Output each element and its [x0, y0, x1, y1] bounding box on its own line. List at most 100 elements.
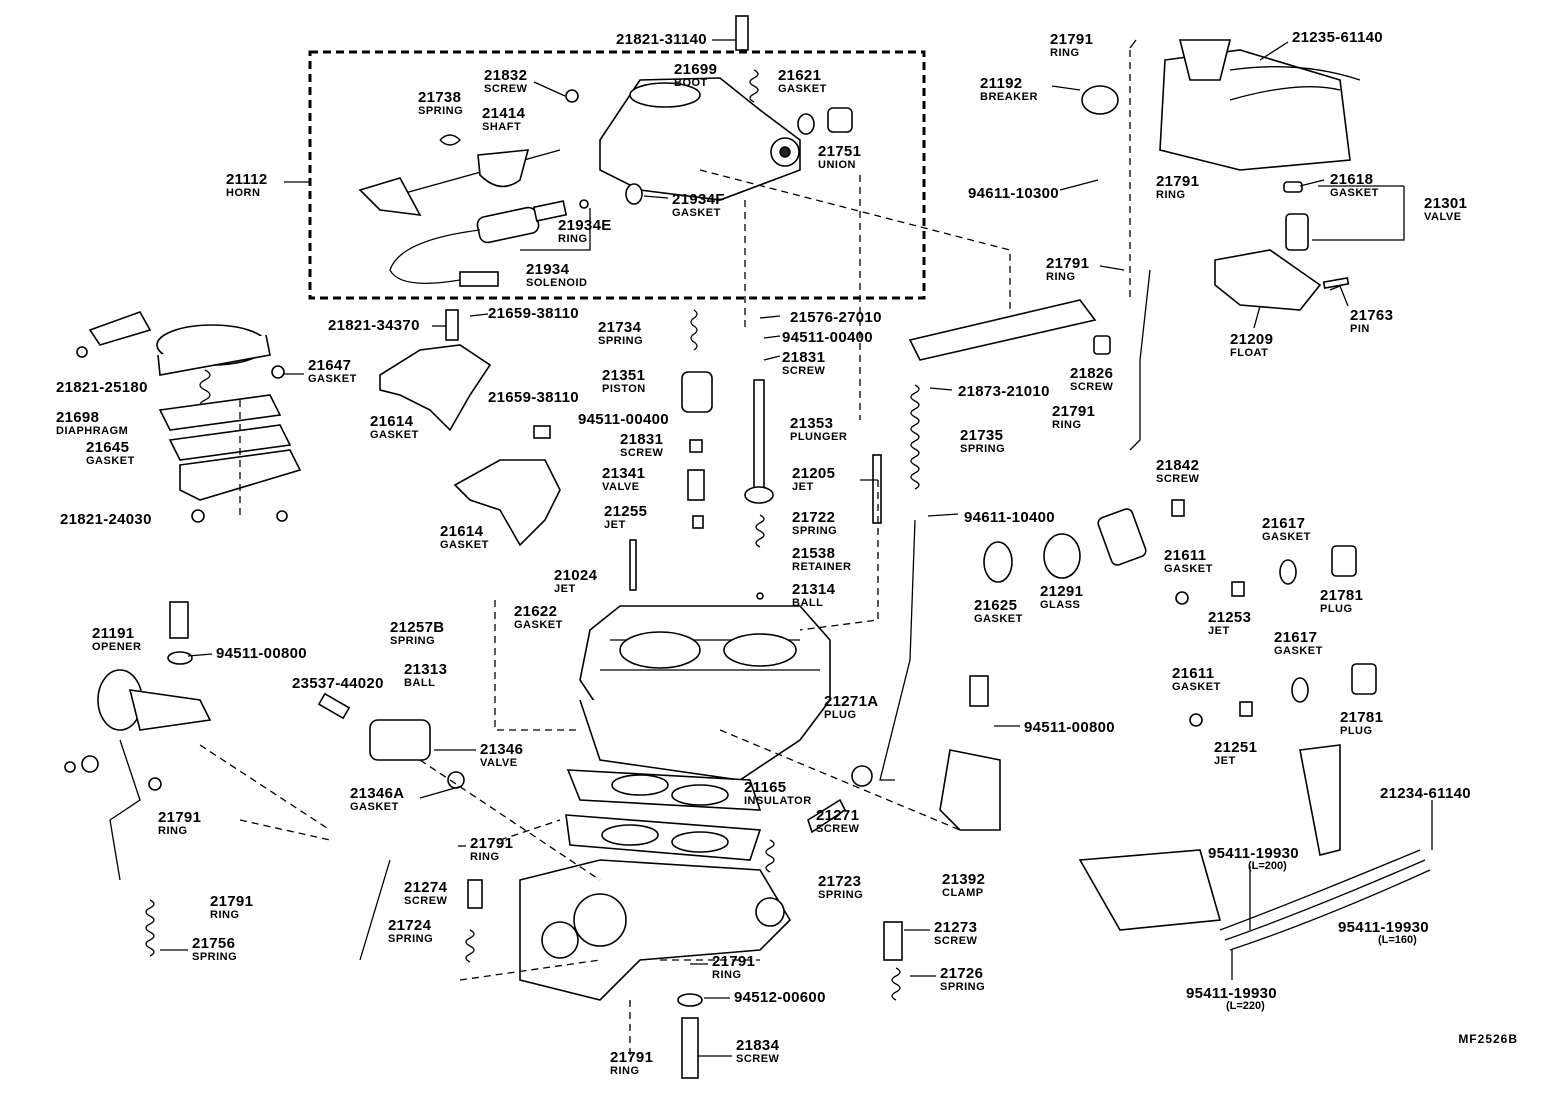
- part-number: 94511-00400: [782, 329, 873, 346]
- part-name: RING: [1052, 419, 1082, 431]
- part-name: JET: [1214, 755, 1236, 767]
- part-label: 21821-34370: [328, 318, 420, 333]
- part-label: 21821-24030: [60, 512, 152, 527]
- part-number: 21791: [158, 809, 202, 826]
- part-number: 21647: [308, 357, 352, 374]
- part-number: 21724: [388, 917, 432, 934]
- part-name: PLUG: [1320, 603, 1353, 615]
- part-number: 21625: [974, 597, 1018, 614]
- part-name: JET: [792, 481, 814, 493]
- part-name: BOOT: [674, 77, 708, 89]
- carburetor-body: [565, 605, 831, 861]
- part-number: 21538: [792, 545, 836, 562]
- part-label: 95411-19930(L=200): [1208, 846, 1299, 872]
- part-name: RING: [470, 851, 500, 863]
- part-name: FLOAT: [1230, 347, 1269, 359]
- part-name: RING: [610, 1065, 640, 1077]
- part-number: 21209: [1230, 331, 1274, 348]
- part-number: 94611-10300: [968, 185, 1059, 202]
- sight-glass-parts: [983, 533, 1377, 703]
- part-number: 21346A: [350, 785, 405, 802]
- part-name: UNION: [818, 159, 856, 171]
- carburetor-horn: [599, 77, 801, 201]
- part-number: 21791: [1156, 173, 1200, 190]
- part-number: 21873-21010: [958, 383, 1050, 400]
- part-number: 23537-44020: [292, 675, 384, 692]
- part-name: SCREW: [484, 83, 528, 95]
- part-number: 21738: [418, 89, 462, 106]
- part-name: SPRING: [192, 951, 238, 963]
- part-name: GASKET: [1330, 187, 1379, 199]
- part-name: SPRING: [940, 981, 986, 993]
- part-number: 21699: [674, 61, 718, 78]
- part-number: 21617: [1262, 515, 1306, 532]
- part-note: (L=160): [1378, 934, 1417, 946]
- part-name: SCREW: [1156, 473, 1200, 485]
- part-name: SPRING: [390, 635, 436, 647]
- part-number: 21205: [792, 465, 836, 482]
- part-label: 94511-00400: [578, 412, 669, 427]
- part-name: GASKET: [1274, 645, 1323, 657]
- part-label: 23537-44020: [292, 676, 384, 691]
- part-number: 21934E: [558, 217, 612, 234]
- part-number: 95411-19930: [1208, 845, 1299, 862]
- part-number: 21112: [226, 171, 268, 188]
- part-label: 21821-31140: [616, 32, 707, 47]
- part-label: 94611-10300: [968, 186, 1059, 201]
- part-name: JET: [554, 583, 576, 595]
- part-number: 21576-27010: [790, 309, 882, 326]
- solenoid: [389, 200, 568, 287]
- part-number: 21791: [610, 1049, 654, 1066]
- part-number: 21614: [370, 413, 414, 430]
- part-label: 21873-21010: [958, 384, 1050, 399]
- part-number: 21735: [960, 427, 1004, 444]
- part-name: SPRING: [598, 335, 644, 347]
- part-name: PISTON: [602, 383, 646, 395]
- part-label: 95411-19930(L=160): [1338, 920, 1429, 946]
- linkage-parts: [317, 15, 1350, 1079]
- part-name: SCREW: [404, 895, 448, 907]
- part-name: SPRING: [960, 443, 1006, 455]
- part-number: 21255: [604, 503, 648, 520]
- part-number: 21614: [440, 523, 484, 540]
- part-name: RING: [210, 909, 240, 921]
- part-name: PLUG: [1340, 725, 1373, 737]
- opener-group: [64, 601, 212, 957]
- part-number: 21392: [942, 871, 986, 888]
- part-name: GASKET: [1172, 681, 1221, 693]
- part-name: SCREW: [736, 1053, 780, 1065]
- part-number: 21791: [1050, 31, 1094, 48]
- part-number: 21257B: [390, 619, 445, 636]
- part-number: 21271: [816, 807, 860, 824]
- part-name: GASKET: [778, 83, 827, 95]
